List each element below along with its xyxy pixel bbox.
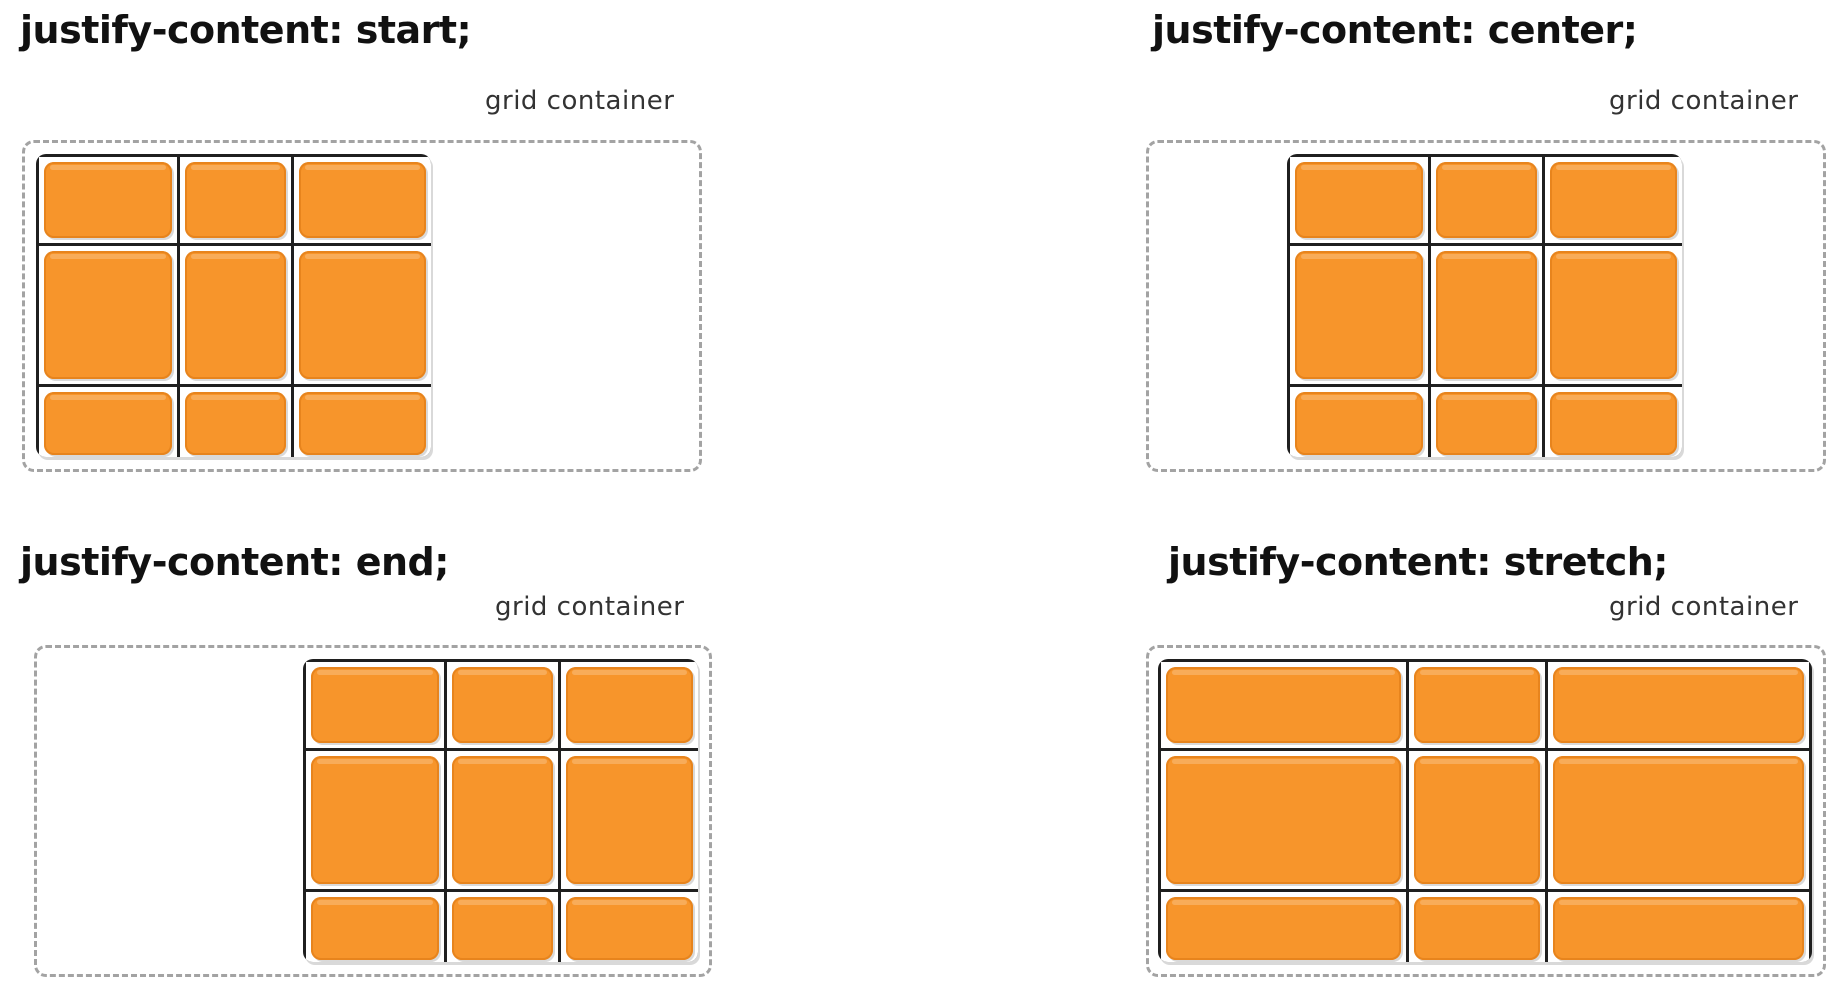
grid-container-label: grid container — [1609, 86, 1799, 116]
grid-tracks — [36, 154, 431, 457]
grid-item — [44, 392, 172, 455]
grid-item — [1553, 667, 1804, 743]
grid-item — [185, 251, 286, 379]
grid-item — [44, 162, 172, 238]
panel-title: justify-content: center; — [1152, 8, 1638, 52]
grid-item — [1414, 756, 1540, 884]
grid-item — [1550, 392, 1677, 455]
grid-item — [311, 756, 439, 884]
grid-tracks — [303, 659, 698, 962]
grid-tracks — [1158, 659, 1812, 962]
grid-item — [1550, 251, 1677, 379]
grid-item — [1553, 756, 1804, 884]
panel-title: justify-content: end; — [20, 540, 449, 584]
grid-item — [452, 756, 553, 884]
grid-item — [299, 251, 426, 379]
grid-item — [1436, 251, 1537, 379]
grid-container-label: grid container — [485, 86, 675, 116]
grid-container-outline — [34, 645, 712, 977]
grid-item — [1550, 162, 1677, 238]
panel-title: justify-content: stretch; — [1168, 540, 1668, 584]
grid-item — [311, 897, 439, 960]
grid-container-outline — [22, 140, 702, 472]
grid-item — [452, 897, 553, 960]
grid-container-label: grid container — [495, 592, 685, 622]
grid-item — [1553, 897, 1804, 960]
grid-item — [299, 392, 426, 455]
grid-item — [566, 667, 693, 743]
grid-container-outline — [1146, 645, 1826, 977]
grid-item — [1166, 667, 1401, 743]
grid-container-outline — [1146, 140, 1826, 472]
grid-item — [1414, 897, 1540, 960]
grid-item — [185, 392, 286, 455]
grid-item — [311, 667, 439, 743]
grid-item — [1295, 162, 1423, 238]
panel-title: justify-content: start; — [20, 8, 472, 52]
grid-item — [1166, 897, 1401, 960]
grid-container-label: grid container — [1609, 592, 1799, 622]
grid-item — [299, 162, 426, 238]
grid-item — [452, 667, 553, 743]
grid-item — [1414, 667, 1540, 743]
grid-item — [1436, 162, 1537, 238]
grid-item — [1295, 251, 1423, 379]
grid-item — [1166, 756, 1401, 884]
grid-item — [1436, 392, 1537, 455]
grid-item — [44, 251, 172, 379]
grid-item — [185, 162, 286, 238]
grid-item — [566, 756, 693, 884]
grid-item — [566, 897, 693, 960]
grid-tracks — [1287, 154, 1682, 457]
grid-item — [1295, 392, 1423, 455]
